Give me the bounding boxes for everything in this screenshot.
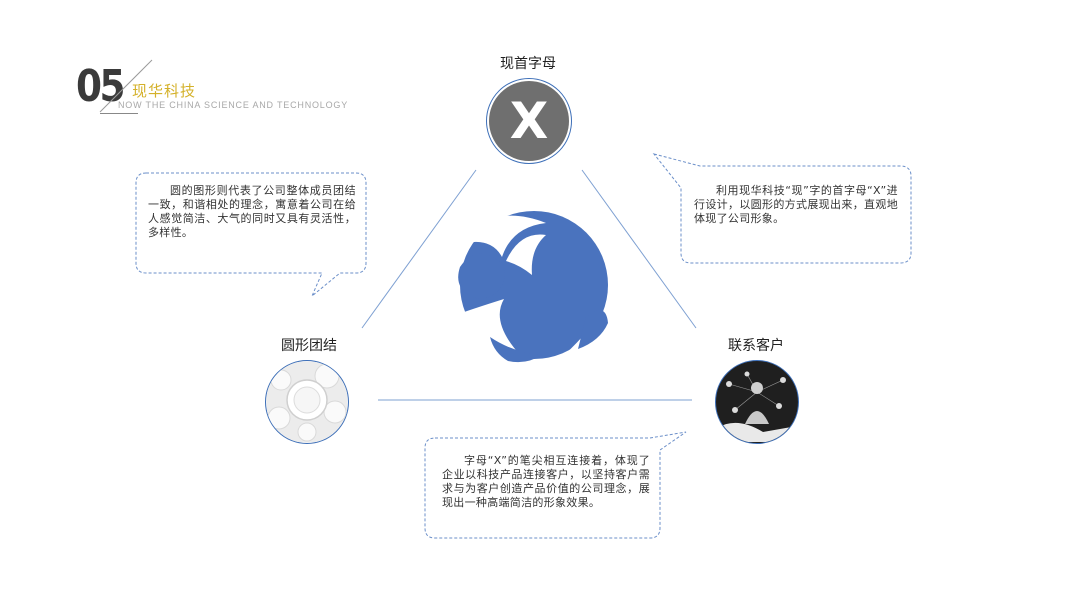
- company-logo-icon: [450, 205, 612, 367]
- node-label-right: 联系客户: [728, 335, 784, 355]
- bubble-text-bottom: 字母“X”的笔尖相互连接着，体现了企业以科技产品连接客户，以坚持客户需求与为客户…: [442, 454, 650, 510]
- node-circle-right: [715, 360, 799, 444]
- network-people-icon: [717, 362, 797, 442]
- bubble-text-right: 利用现华科技“现”字的首字母“X”进行设计，以圆形的方式展现出来，直观地体现了公…: [694, 184, 898, 226]
- white-circles-texture-icon: [267, 362, 347, 442]
- node-label-top: 现首字母: [500, 53, 556, 73]
- bubble-text-left: 圆的图形则代表了公司整体成员团结一致，和谐相处的理念，寓意着公司在给人感觉简洁、…: [148, 184, 356, 240]
- node-label-left: 圆形团结: [281, 335, 337, 355]
- node-circle-top: X: [486, 78, 572, 164]
- node-circle-left: [265, 360, 349, 444]
- x-letter-icon: X: [510, 96, 549, 146]
